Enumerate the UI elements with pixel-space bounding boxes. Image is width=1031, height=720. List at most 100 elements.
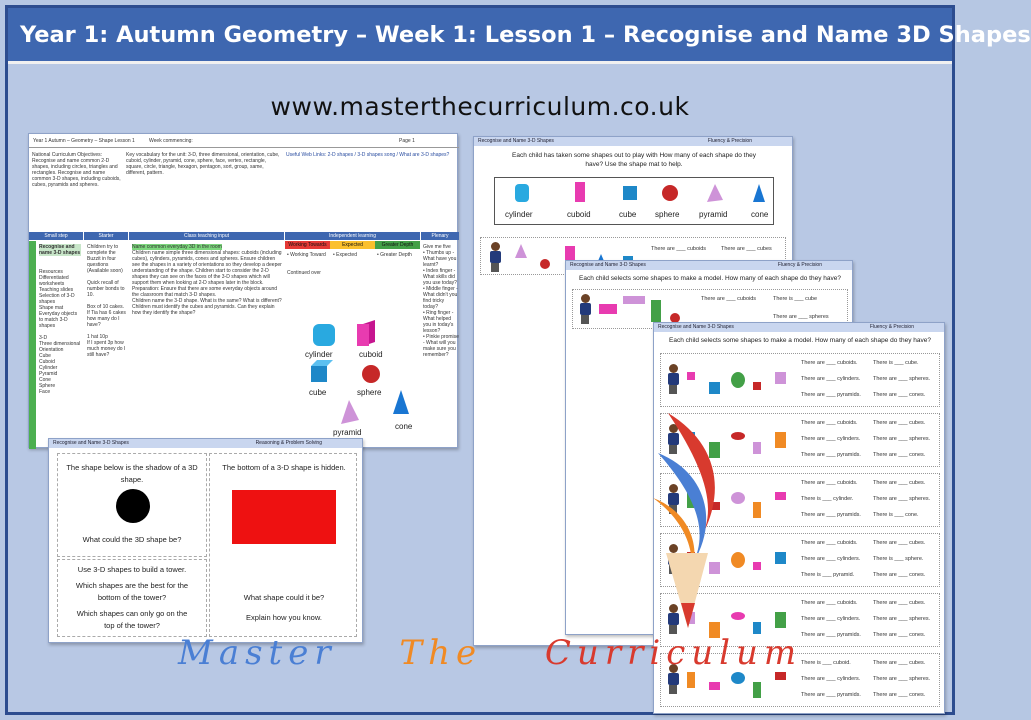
level-bar: Expected <box>330 241 375 249</box>
model-shape <box>731 612 745 620</box>
answer-line: There are ___ pyramids. <box>801 512 861 518</box>
answer-line: There are ___ cuboids. <box>801 360 858 366</box>
model-shape <box>709 502 720 510</box>
col-starter: Starter <box>84 232 128 240</box>
answer-line: There are ___ cones. <box>873 692 926 698</box>
fluency-3-instruction: Each child selects some shapes to make a… <box>669 337 931 344</box>
answer-line: There are ___ pyramids. <box>801 452 861 458</box>
level-bar: Greater Depth <box>375 241 420 249</box>
watermark-word-2: The <box>399 633 483 673</box>
child-figure <box>667 664 679 694</box>
plan-label-cone: cone <box>395 422 413 431</box>
answer-line: There are ___ cylinders. <box>801 556 861 562</box>
answer-line: There are ___ cones. <box>873 632 926 638</box>
model-shape <box>753 442 761 454</box>
model-shape <box>731 372 745 388</box>
f1-label-cube: cube <box>619 210 637 219</box>
fluency-1-instruction: Each child has taken some shapes out to … <box>512 152 756 168</box>
lesson-plan-header-right: Page 1 <box>399 138 415 144</box>
answer-line: There are ___ cones. <box>873 392 926 398</box>
fluency-1-row-text-2: There are ___ cubes <box>721 246 772 252</box>
fluency-1-row-text-1: There are ___ cuboids <box>651 246 707 252</box>
f1-label-cuboid: cuboid <box>567 210 591 219</box>
model-shape <box>709 442 720 458</box>
answer-line: There are ___ spheres. <box>873 496 931 502</box>
child-figure <box>667 364 679 394</box>
task-tower-q1: Which shapes are the best for the bottom… <box>75 581 189 602</box>
step-title: Recognise and name 3-D shapes <box>39 244 81 256</box>
fluency-1-title: Recognise and Name 3-D Shapes <box>478 138 554 144</box>
reasoning-sheet-header: Recognise and Name 3-D Shapes Reasoning … <box>49 439 362 448</box>
lesson-plan-header-mid: Week commencing: <box>149 138 193 144</box>
fluency-3-title: Recognise and Name 3-D Shapes <box>658 324 734 330</box>
col-independent: Independent learning <box>285 232 420 240</box>
watermark-text: Master The Curriculum <box>178 633 802 673</box>
child-figure <box>579 294 591 324</box>
answer-line: There is ___ cube. <box>873 360 919 366</box>
plan-label-cuboid: cuboid <box>359 350 383 359</box>
task-shadow-text: The shape below is the shadow of a 3D sh… <box>66 463 198 484</box>
col-plenary: Plenary <box>421 232 459 240</box>
answer-line: There are ___ cubes. <box>873 660 926 666</box>
task-hidden-text: The bottom of a 3-D shape is hidden. <box>222 463 346 472</box>
fluency-2-tag: Fluency & Precision <box>777 262 822 268</box>
fluency-3-tag: Fluency & Precision <box>869 324 914 330</box>
answer-line: There are ___ cylinders. <box>801 616 861 622</box>
answer-line: There are ___ cubes. <box>873 600 926 606</box>
answer-line: There are ___ cubes. <box>873 540 926 546</box>
slide-frame: Year 1: Autumn Geometry – Week 1: Lesson… <box>5 5 1031 715</box>
child-figure <box>489 242 501 272</box>
fluency-3-header: Recognise and Name 3-D Shapes Fluency & … <box>654 323 944 332</box>
lesson-plan-header-left: Year 1 Autumn – Geometry – Shape Lesson … <box>33 138 135 144</box>
web-links-text[interactable]: Useful Web Links: 2-D shapes / 3-D shape… <box>286 152 450 158</box>
objectives-text: National Curriculum Objectives: Recognis… <box>32 152 121 188</box>
f1-label-cone: cone <box>751 210 769 219</box>
fluency-2-instruction: Each child selects some shapes to make a… <box>579 275 841 282</box>
col-small-step: Small step <box>29 232 83 240</box>
f1-label-sphere: sphere <box>655 210 680 219</box>
watermark-word-1: Master <box>178 633 337 673</box>
level-bar: Working Towards <box>285 241 330 249</box>
answer-block: There are ___ cuboids.There are ___ cube… <box>660 533 940 587</box>
hidden-red-rectangle <box>232 490 336 544</box>
answer-line: There are ___ cylinders. <box>801 376 861 382</box>
vocabulary-text: Key vocabulary for the unit: 3-D, three … <box>126 152 280 176</box>
fluency-2-title: Recognise and Name 3-D Shapes <box>570 262 646 268</box>
answer-block: There are ___ cuboids.There are ___ cube… <box>660 593 940 647</box>
model-shape <box>709 682 720 690</box>
answer-line: There are ___ spheres. <box>873 436 931 442</box>
reasoning-sheet: Recognise and Name 3-D Shapes Reasoning … <box>48 438 363 643</box>
model-shape <box>753 682 761 698</box>
model-shape <box>775 492 786 500</box>
answer-line: There are ___ pyramids. <box>801 392 861 398</box>
answer-line: There is ___ cuboid. <box>801 660 851 666</box>
model-shape <box>687 612 695 624</box>
fluency-1-shape-mat: cylinder cuboid cube sphere pyramid cone <box>494 177 774 225</box>
model-shape <box>775 432 786 448</box>
model-shape <box>731 552 745 568</box>
task-tower-text: Use 3-D shapes to build a tower. <box>77 565 187 574</box>
child-figure <box>667 604 679 634</box>
shadow-circle <box>116 489 150 523</box>
fluency-2-row-text-3: There are ___ spheres <box>773 314 829 320</box>
answer-block: There is ___ cuboid. There are ___ cubes.… <box>660 653 940 707</box>
f1-label-cylinder: cylinder <box>505 210 533 219</box>
task-shadow: The shape below is the shadow of a 3D sh… <box>57 453 207 557</box>
model-shape <box>687 672 695 688</box>
watermark-word-3: Curriculum <box>544 633 803 673</box>
banner-title: Year 1: Autumn Geometry – Week 1: Lesson… <box>20 22 1031 48</box>
answer-line: There are ___ spheres. <box>873 376 931 382</box>
title-banner: Year 1: Autumn Geometry – Week 1: Lesson… <box>8 8 1031 64</box>
model-shape <box>753 562 761 570</box>
model-shape <box>775 372 786 384</box>
task-shadow-question: What could the 3D shape be? <box>82 535 182 544</box>
lesson-plan-sheet: Year 1 Autumn – Geometry – Shape Lesson … <box>28 133 459 449</box>
fluency-2-row-shapes <box>599 296 680 323</box>
fluency-2-row-text-2: There is ___ cube <box>773 296 818 302</box>
website-url[interactable]: www.masterthecurriculum.co.uk <box>270 92 690 121</box>
answer-line: There are ___ spheres. <box>873 616 931 622</box>
fluency-1-tag: Fluency & Precision <box>707 138 752 144</box>
model-shape <box>731 672 745 684</box>
answer-line: There are ___ pyramids. <box>801 632 861 638</box>
